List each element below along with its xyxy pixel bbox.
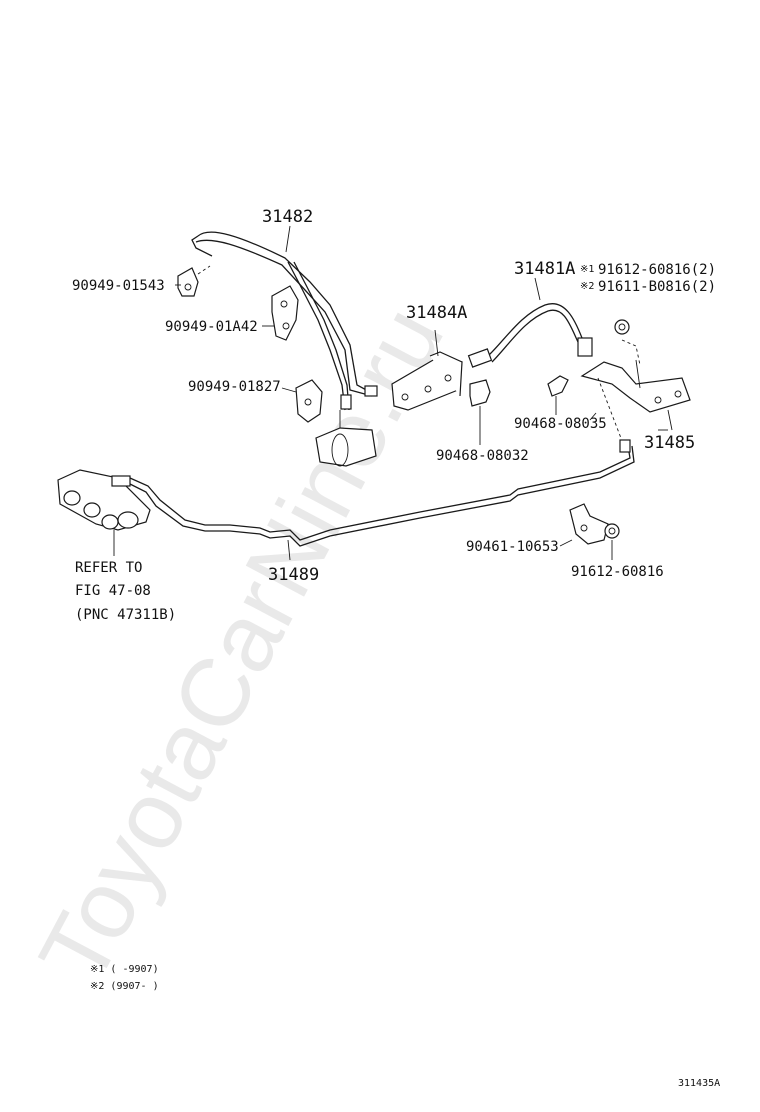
footnote-2: ※2 (9907- ) [90,981,159,992]
label-90949-01A42: 90949-01A42 [165,319,258,335]
refer-line-3: (PNC 47311B) [75,607,176,623]
label-31481A: 31481A [514,259,575,279]
nut-91612-lower [604,523,620,560]
bracket-90461-10653 [569,503,609,545]
label-90468-08032: 90468-08032 [436,448,529,464]
hose-31481A [467,277,593,368]
label-91611-B0816-2: 91611-B0816(2) [598,279,716,295]
figure-code: 311435A [678,1078,720,1089]
clamp-90949-01A42 [271,285,299,341]
label-90461-10653: 90461-10653 [466,539,559,555]
clamp-90949-01543 [177,265,211,297]
label-31489: 31489 [268,565,319,585]
clamp-90949-01827 [295,379,323,423]
label-31485: 31485 [644,433,695,453]
tube-31489 [129,439,635,561]
label-90949-01543: 90949-01543 [72,278,165,294]
nut-91612-upper [614,319,630,335]
clip-90468-08032 [469,379,491,445]
label-31484A: 31484A [406,303,467,323]
mark-1: ※1 [580,264,594,275]
valve-block [57,469,151,556]
master-cylinder-stub [315,410,377,467]
refer-line-1: REFER TO [75,560,142,576]
mark-2: ※2 [580,281,594,292]
label-31482: 31482 [262,207,313,227]
footnote-1: ※1 ( -9907) [90,964,159,975]
bracket-31484A [391,329,463,411]
label-90468-08035: 90468-08035 [514,416,607,432]
label-91612-60816: 91612-60816 [571,564,664,580]
leaders [175,225,668,547]
dashed-guide [597,377,625,447]
label-91612-60816-2: 91612-60816(2) [598,262,716,278]
tube-31482 [191,231,378,411]
clip-90468-08035 [547,375,569,415]
bracket-31485 [580,339,691,431]
refer-line-2: FIG 47-08 [75,583,151,599]
label-90949-01827: 90949-01827 [188,379,281,395]
